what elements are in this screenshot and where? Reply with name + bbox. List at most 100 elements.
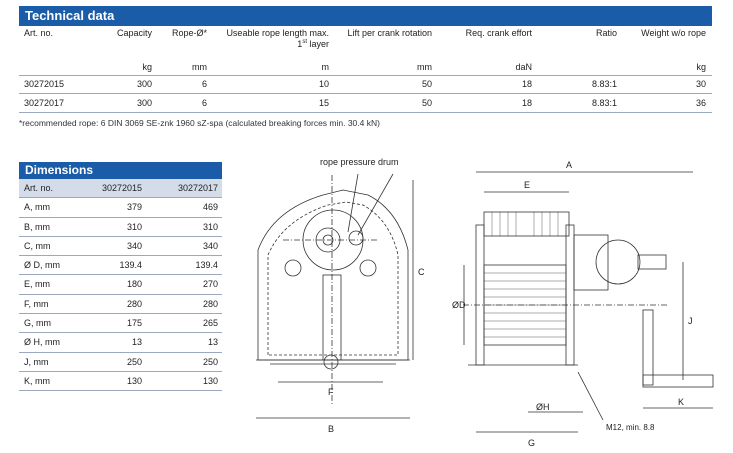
dim-v1: 130 [126, 375, 142, 386]
cell-weight: 36 [695, 98, 706, 108]
table-row: B, mm 310 310 [19, 218, 222, 237]
side-crank-arm [642, 309, 654, 386]
header-rope: Rope-Ø* [171, 28, 207, 38]
unit-length: m [321, 62, 330, 72]
label-h: ØH [536, 402, 550, 412]
header-rope-length: Useable rope length max. 1st layer [226, 28, 329, 50]
dim-v2: 469 [202, 202, 218, 213]
front-housing-inner [267, 201, 399, 356]
rope-recommendation-note: *recommended rope: 6 DIN 3069 SE-znk 196… [19, 118, 380, 128]
label-d: ØD [452, 300, 466, 310]
header-lift: Lift per crank rotation [347, 28, 432, 38]
dim-name: B, mm [24, 221, 50, 232]
side-gear-circle [595, 239, 641, 285]
label-f: F [328, 387, 334, 397]
layer-suffix: st [302, 39, 307, 45]
technical-header-row: Art. no. Capacity Rope-Ø* Useable rope l… [19, 28, 712, 56]
rope-pressure-drum-label: rope pressure drum [320, 157, 399, 167]
table-row: J, mm 250 250 [19, 353, 222, 372]
unit-lift: mm [417, 62, 432, 72]
dim-name: Ø H, mm [24, 337, 60, 348]
dim-name: F, mm [24, 298, 49, 309]
side-spring-coils [491, 212, 559, 236]
cell-ratio: 8.83:1 [591, 98, 617, 108]
label-b: B [328, 424, 334, 434]
unit-weight: kg [696, 62, 706, 72]
dim-name: G, mm [24, 318, 51, 329]
dimensions-header-row: Art. no. 30272015 30272017 [19, 179, 222, 199]
header-capacity: Capacity [116, 28, 152, 38]
side-crank-handle [642, 374, 714, 388]
dim-v2: 340 [202, 240, 218, 251]
cell-lift: 50 [421, 98, 432, 108]
unit-rope: mm [192, 62, 207, 72]
side-crank-shaft [637, 254, 667, 270]
winch-technical-drawing: rope pressure drum C F B A E ØD J K ØH G… [228, 150, 733, 453]
dim-name: K, mm [24, 375, 50, 386]
dim-v1: 340 [126, 240, 142, 251]
label-c: C [418, 267, 425, 277]
dim-v1: 280 [126, 298, 142, 309]
header-weight: Weight w/o rope [641, 28, 706, 38]
front-crank-knob [323, 354, 339, 370]
dim-name: Ø D, mm [24, 260, 60, 271]
divider [19, 93, 712, 94]
table-row: 30272015 300 6 10 50 18 8.83:1 30 [19, 78, 712, 92]
front-bolt-left [284, 259, 302, 277]
header-art-no: Art. no. [24, 28, 54, 38]
cell-rope: 6 [201, 98, 207, 108]
unit-capacity: kg [142, 62, 152, 72]
unit-crank: daN [515, 62, 532, 72]
table-row: F, mm 280 280 [19, 295, 222, 315]
cell-crank: 18 [521, 79, 532, 89]
dim-v2: 13 [207, 337, 218, 348]
header-rope-length-line2: 1st layer [297, 39, 329, 49]
side-gear-housing [573, 234, 609, 291]
side-pressure-spring [483, 211, 570, 237]
table-row: K, mm 130 130 [19, 372, 222, 392]
divider [19, 75, 712, 76]
dim-v2: 310 [202, 221, 218, 232]
dim-v1: 310 [126, 221, 142, 232]
dim-v2: 130 [202, 375, 218, 386]
dim-v1: 175 [126, 318, 142, 329]
cell-crank: 18 [521, 98, 532, 108]
dim-v1: 13 [131, 337, 142, 348]
header-rope-length-line1: Useable rope length max. [226, 28, 329, 38]
side-frame-right [565, 224, 575, 366]
dim-name: E, mm [24, 279, 50, 290]
technical-unit-row: kg mm m mm daN kg [19, 61, 712, 75]
dim-v2: 250 [202, 356, 218, 367]
label-g: G [528, 438, 535, 448]
dim-v1: 180 [126, 279, 142, 290]
cell-rope: 6 [201, 79, 207, 89]
layer-word: layer [306, 39, 329, 49]
drawing-svg: rope pressure drum C F B A E ØD J K ØH G… [256, 157, 714, 448]
cell-lift: 50 [421, 79, 432, 89]
dim-v2: 280 [202, 298, 218, 309]
layer-number: 1 [297, 39, 303, 49]
dim-v1: 250 [126, 356, 142, 367]
bolt-note-leader [577, 371, 604, 421]
bolt-note: M12, min. 8.8 [606, 423, 655, 432]
cell-weight: 30 [695, 79, 706, 89]
dimensions-title: Dimensions [19, 162, 222, 179]
cell-art-no: 30272015 [24, 79, 65, 89]
header-ratio: Ratio [595, 28, 617, 38]
dim-header-v2: 30272017 [177, 183, 218, 193]
rope-drum-pointer-2 [357, 173, 394, 236]
cell-ratio: 8.83:1 [591, 79, 617, 89]
dim-name: J, mm [24, 356, 49, 367]
label-e: E [524, 180, 530, 190]
dim-v1: 379 [126, 202, 142, 213]
front-gear-wheel [348, 230, 364, 246]
table-row: 30272017 300 6 15 50 18 8.83:1 36 [19, 97, 712, 111]
front-bolt-right [359, 259, 377, 277]
side-frame-left [475, 224, 485, 366]
